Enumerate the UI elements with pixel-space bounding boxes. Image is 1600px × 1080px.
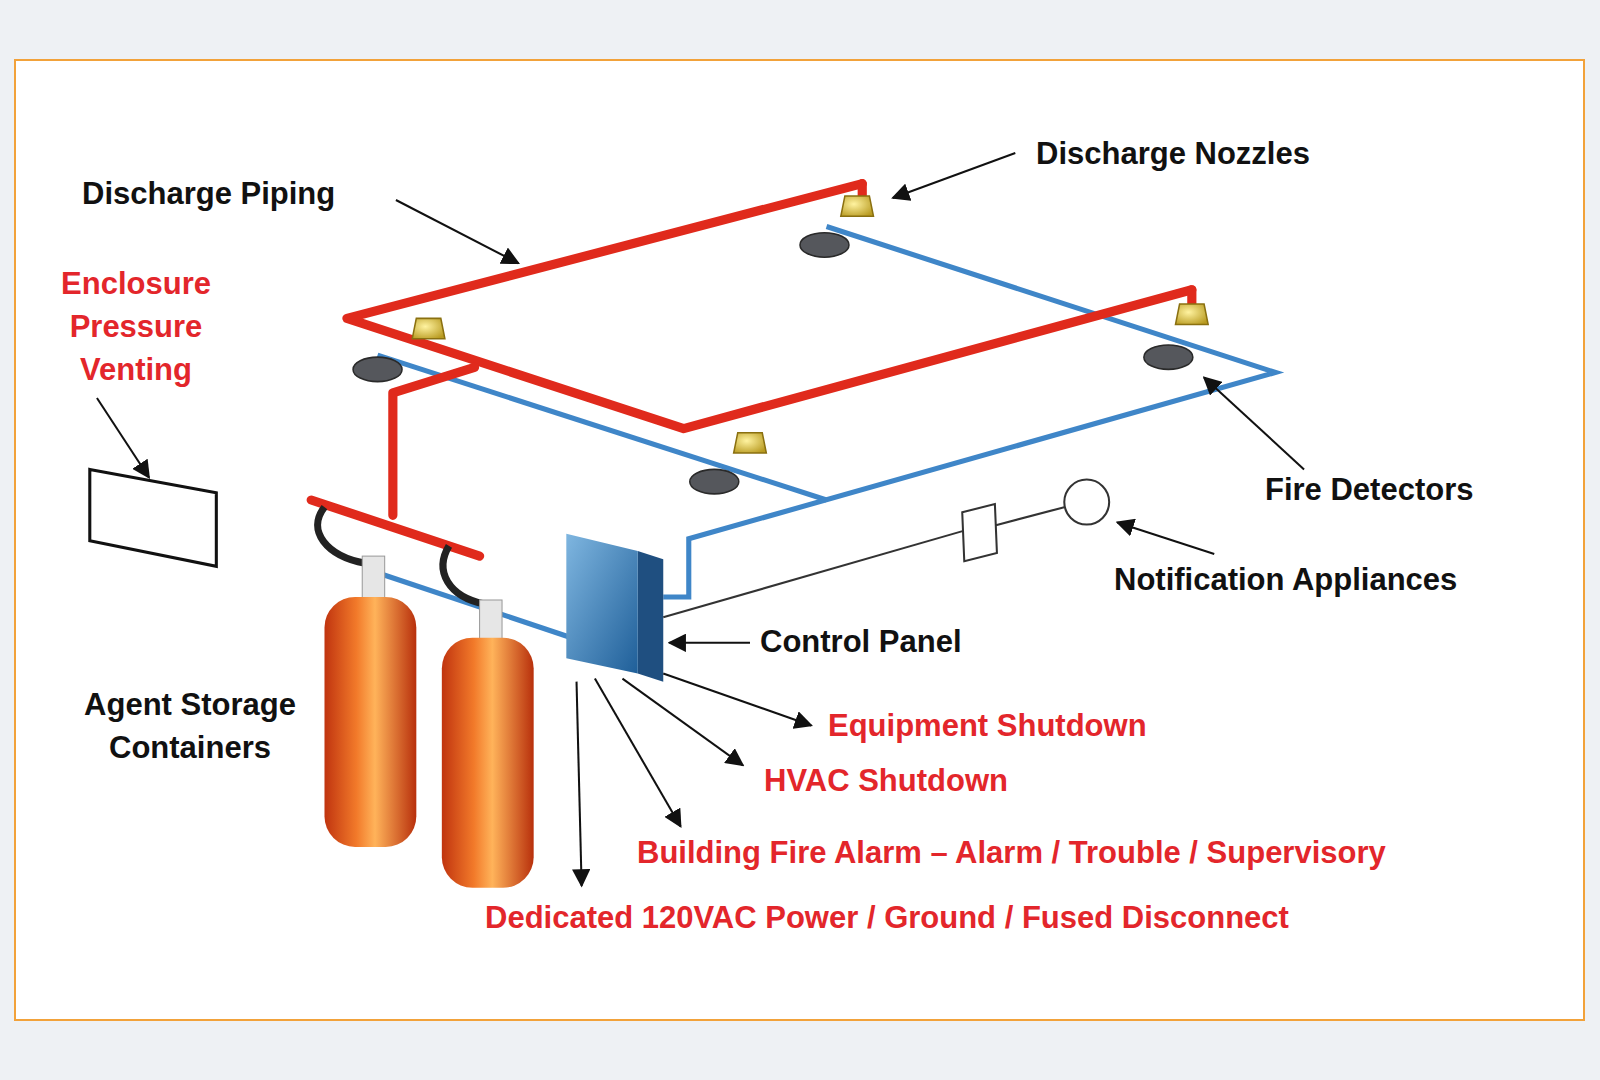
agent-storage-containers: [324, 556, 533, 888]
callout-label: Enclosure Pressure Venting: [36, 262, 236, 391]
pressure-vent: [90, 469, 217, 566]
discharge-piping: [311, 184, 1192, 556]
hoses: [318, 507, 485, 604]
callout-label: Discharge Piping: [82, 176, 335, 212]
output-label: Dedicated 120VAC Power / Ground / Fused …: [485, 900, 1289, 936]
callout-label: Fire Detectors: [1265, 472, 1473, 508]
output-label: HVAC Shutdown: [764, 763, 1008, 799]
callout-label: Notification Appliances: [1114, 562, 1457, 598]
fire-detectors: [353, 233, 1193, 494]
notification-appliances: [663, 480, 1109, 618]
callout-label: Control Panel: [760, 624, 962, 660]
callout-label: Discharge Nozzles: [1036, 136, 1310, 172]
callout-label: Agent Storage Containers: [50, 683, 330, 769]
output-label: Equipment Shutdown: [828, 708, 1147, 744]
leader-arrows: [97, 153, 1304, 886]
output-label: Building Fire Alarm – Alarm / Trouble / …: [637, 835, 1386, 871]
control-panel: [566, 534, 663, 682]
discharge-nozzles: [412, 196, 1208, 453]
